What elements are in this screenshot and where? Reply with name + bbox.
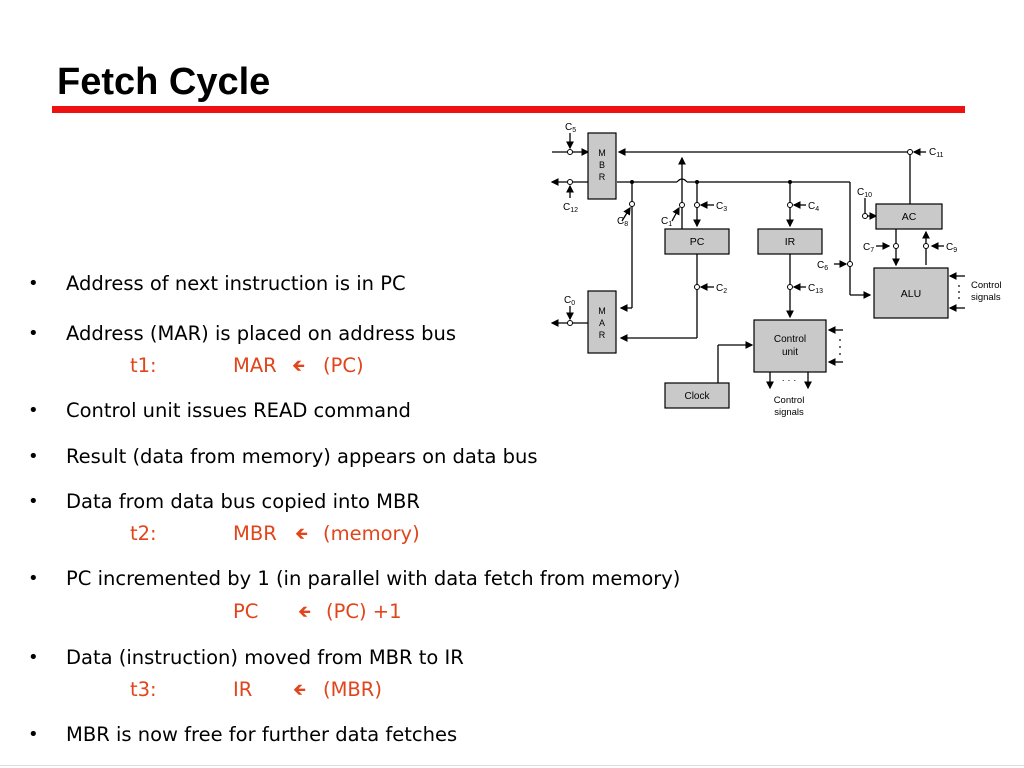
left-arrow-icon: 🡸 <box>298 602 311 621</box>
bullet-text: Control unit issues READ command <box>66 399 411 422</box>
bullet-text: Result (data from memory) appears on dat… <box>66 445 538 468</box>
slide-bottom-border <box>0 765 1024 766</box>
mar-register <box>587 290 617 354</box>
destination-register: IR <box>233 678 253 701</box>
alu-control-signals-line1: Control <box>971 280 1002 291</box>
pc-register <box>664 228 730 255</box>
left-arrow-icon: 🡸 <box>295 524 308 543</box>
cu-control-signals-line1: Control <box>774 395 805 406</box>
mbr-register <box>587 132 617 200</box>
bullet-dot: • <box>28 273 39 294</box>
signal-c6: C6 <box>817 260 828 272</box>
register-transfer-t1: t1: MAR 🡸 (PC) <box>0 353 600 381</box>
bullet-text: Address of next instruction is in PC <box>66 272 406 295</box>
title-underline <box>52 106 965 113</box>
left-arrow-icon: 🡸 <box>292 356 305 375</box>
ac-label: AC <box>902 211 917 223</box>
bullet-text: MBR is now free for further data fetches <box>66 723 458 746</box>
bullet-text: PC incremented by 1 (in parallel with da… <box>66 567 681 590</box>
signal-c3: C3 <box>716 201 727 213</box>
bullet-dot: • <box>28 647 39 668</box>
signal-c11: C11 <box>929 147 944 159</box>
mbr-letter: R <box>599 172 606 182</box>
bullet-dot: • <box>28 491 39 512</box>
slide-title: Fetch Cycle <box>57 61 271 103</box>
bullet-text: Address (MAR) is placed on address bus <box>66 322 456 345</box>
mar-letter: M <box>598 306 606 316</box>
mar-letter: R <box>599 330 606 340</box>
clock-box <box>664 382 730 409</box>
signal-c1: C1 <box>661 216 672 228</box>
bullet-dot: • <box>28 568 39 589</box>
register-transfer-t2: t2: MBR 🡸 (memory) <box>0 521 600 549</box>
signal-labels: C5 C12 C8 C1 C3 C4 C2 C13 C11 C10 C7 C9 … <box>563 122 957 307</box>
signal-c9: C9 <box>946 242 957 254</box>
cu-output-ellipsis: · · · <box>782 375 797 386</box>
ac-register <box>875 203 943 230</box>
destination-register: PC <box>233 600 259 623</box>
alu-control-signals-line2: signals <box>971 292 1001 303</box>
destination-register: MAR <box>233 354 277 377</box>
mbr-letter: B <box>599 160 605 170</box>
ir-register <box>757 228 823 255</box>
register-transfer-pc: PC 🡸 (PC) +1 <box>0 599 600 627</box>
bullet-dot: • <box>28 724 39 745</box>
bullet-text: Data (instruction) moved from MBR to IR <box>66 646 464 669</box>
signal-c5: C5 <box>565 122 576 134</box>
signal-c13: C13 <box>808 283 823 295</box>
mbr-letter: M <box>598 148 606 158</box>
bullet-dot: • <box>28 400 39 421</box>
pc-label: PC <box>690 236 705 248</box>
left-arrow-icon: 🡸 <box>293 680 306 699</box>
alu-label: ALU <box>901 288 921 300</box>
source-operand: (PC) +1 <box>326 600 402 623</box>
signal-c8: C8 <box>617 216 628 228</box>
source-operand: (memory) <box>323 522 420 545</box>
destination-register: MBR <box>233 522 277 545</box>
time-step-label: t2: <box>130 522 157 545</box>
register-transfer-t3: t3: IR 🡸 (MBR) <box>0 677 600 705</box>
bullet-dot: • <box>28 323 39 344</box>
source-operand: (MBR) <box>323 678 382 701</box>
signal-c0: C0 <box>564 295 575 307</box>
time-step-label: t1: <box>130 354 157 377</box>
time-step-label: t3: <box>130 678 157 701</box>
bullet-text: Data from data bus copied into MBR <box>66 490 420 513</box>
bullet-dot: • <box>28 446 39 467</box>
control-unit-label-line1: Control <box>774 334 806 345</box>
mar-letter: A <box>599 318 605 328</box>
cu-control-signals-line2: signals <box>774 407 804 418</box>
signal-c7: C7 <box>863 242 874 254</box>
control-unit-label-line2: unit <box>782 347 798 358</box>
signal-c2: C2 <box>716 283 727 295</box>
signal-c4: C4 <box>808 201 819 213</box>
clock-label: Clock <box>684 391 710 402</box>
ir-label: IR <box>785 236 796 248</box>
signal-c12: C12 <box>563 202 578 214</box>
control-unit <box>753 319 827 373</box>
source-operand: (PC) <box>323 354 364 377</box>
alu-unit <box>873 267 949 319</box>
signal-c10: C10 <box>857 187 872 199</box>
